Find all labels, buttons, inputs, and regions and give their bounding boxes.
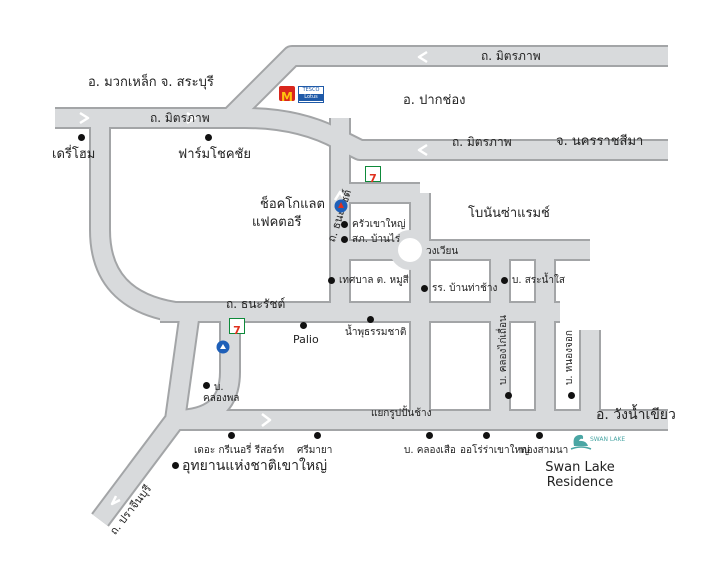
- place-dot: [172, 462, 179, 469]
- roundabout-ring: [390, 230, 430, 270]
- swan-lake-line-2: Residence: [546, 475, 614, 490]
- label-orchid-khao-yai: ออโร่ร่าเขาใหญ่: [460, 445, 530, 456]
- label-chocolate-factory-1: ช็อคโกแลต: [260, 197, 325, 212]
- tesco-lotus-icon: TESCO Lotus: [298, 86, 324, 103]
- label-mittraphap-left: ถ. มิตรภาพ: [150, 111, 210, 125]
- place-dot: [228, 432, 235, 439]
- label-thong-sam-na: ทองสามนา: [520, 445, 569, 456]
- label-ban-khlong-suea: บ. คลองเสือ: [404, 445, 456, 456]
- swan-lake-logo-icon: [570, 434, 592, 450]
- label-palio: Palio: [293, 333, 319, 346]
- place-dot: [203, 382, 210, 389]
- label-national-park: อุทยานแห่งชาติเขาใหญ่: [182, 458, 328, 474]
- place-dot: [421, 285, 428, 292]
- place-dot: [205, 134, 212, 141]
- direction-arrows: [79, 50, 428, 506]
- label-greenery-resort: เดอะ กรีเนอรี่ รีสอร์ท: [194, 445, 285, 456]
- seven-eleven-digit: 7: [233, 324, 241, 337]
- label-mittraphap-right: ถ. มิตรภาพ: [452, 135, 512, 149]
- place-dot: [501, 277, 508, 284]
- place-dot: [536, 432, 543, 439]
- label-ban-khlong-kai: บ. คลองไก่เถื่อน: [498, 315, 509, 385]
- ptt-gas-station-icon: [334, 199, 348, 213]
- swan-lake-logo-text: SWAN LAKE: [590, 436, 626, 443]
- seven-eleven-digit: 7: [369, 172, 377, 185]
- place-dot: [568, 392, 575, 399]
- label-khrua-khao-yai: ครัวเขาใหญ่: [352, 219, 406, 230]
- label-sri-maya: ศรีมายา: [297, 445, 333, 456]
- place-dot: [300, 322, 307, 329]
- place-dot: [367, 316, 374, 323]
- place-dot: [426, 432, 433, 439]
- label-nakhon-ratchasima: จ. นครราชสีมา: [556, 134, 644, 149]
- road-fills: [55, 47, 668, 526]
- place-dot: [505, 392, 512, 399]
- place-dot: [341, 236, 348, 243]
- label-tessaban-moosi: เทศบาล ต. หมูสี: [339, 275, 409, 286]
- label-ban-nong-khok: บ. หนองจอก: [564, 330, 575, 385]
- place-dot: [341, 221, 348, 228]
- place-dot: [314, 432, 321, 439]
- place-dot: [78, 134, 85, 141]
- label-roundabout: วงเวียน: [426, 246, 459, 257]
- seven-eleven-icon: 7: [229, 318, 245, 337]
- label-ban-khlong-phon-2: คลองพล: [203, 393, 240, 404]
- swan-lake-line-1: Swan Lake: [545, 460, 615, 475]
- label-chocolate-factory-2: แฟคตอรี: [252, 215, 302, 230]
- place-dot: [483, 432, 490, 439]
- label-school-ban-tha-chang: รร. บ้านท่าช้าง: [432, 283, 498, 294]
- mcdonalds-letter: M: [281, 90, 293, 104]
- swan-lake-residence-label: Swan Lake Residence: [540, 460, 620, 490]
- label-yaek-ban-chang: แยกรูปปั้นช้าง: [371, 408, 432, 419]
- label-farm-chokchai: ฟาร์มโชคชัย: [178, 147, 251, 162]
- label-ban-khlong-phon-1: บ.: [214, 382, 224, 393]
- label-thanarat-horizontal: ถ. ธนะรัชต์: [226, 297, 286, 311]
- label-dairy-home: เดรี่โฮม: [52, 147, 96, 162]
- lotus-text: Lotus: [299, 94, 323, 101]
- label-ban-sa-nam-sai: บ. สระน้ำใส: [512, 275, 565, 286]
- label-pak-chong: อ. ปากช่อง: [403, 93, 466, 108]
- label-sk-ban-rai: สภ. บ้านไร่: [352, 234, 401, 245]
- label-wang-nam-khiao: อ. วังน้ำเขียว: [596, 407, 676, 423]
- place-dot: [328, 277, 335, 284]
- mcdonalds-icon: M: [279, 86, 295, 104]
- label-nam-phu: น้ำพุธรรมชาติ: [345, 327, 407, 338]
- label-muak-lek: อ. มวกเหล็ก จ. สระบุรี: [88, 75, 214, 90]
- bank-icon: [216, 340, 230, 354]
- label-bonanza: โบนันซ่าแรมช์: [468, 206, 550, 221]
- seven-eleven-icon: 7: [365, 166, 381, 185]
- tesco-text: TESCO: [302, 87, 320, 93]
- label-mittraphap-top: ถ. มิตรภาพ: [481, 49, 541, 63]
